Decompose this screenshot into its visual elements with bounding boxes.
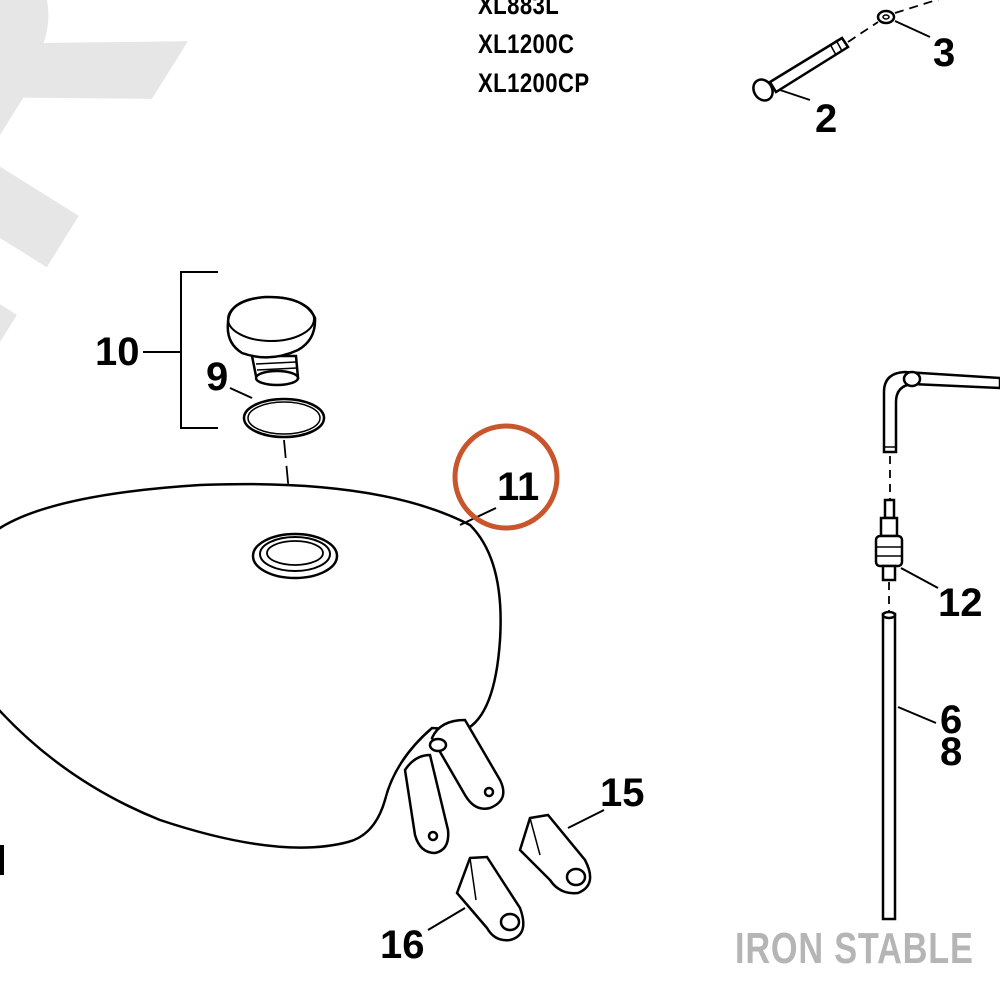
model-name: XL1200CP: [478, 68, 590, 98]
callout-9: 9: [206, 355, 228, 399]
model-name: XL1200C: [478, 29, 575, 59]
callout-12: 12: [938, 581, 983, 625]
bracket-16: [455, 855, 525, 942]
fuel-cap: [226, 295, 317, 387]
brand-logo-text: IRON STABLE: [735, 924, 974, 973]
highlight-circle: [452, 423, 560, 531]
fuel-tube: [881, 610, 897, 921]
callout-3: 3: [933, 31, 955, 75]
bracket-15: [518, 813, 592, 895]
fuel-tank: [0, 482, 502, 849]
callout-15: 15: [600, 771, 645, 815]
petcock-valve: [874, 498, 904, 582]
fuel-line-hose: [882, 370, 1000, 454]
callout-10: 10: [95, 330, 140, 374]
callout-16: 16: [380, 923, 425, 967]
bolt-part: [752, 36, 850, 102]
model-name: XL883L: [478, 0, 560, 20]
o-ring: [242, 397, 326, 439]
callout-2: 2: [815, 97, 837, 141]
washer-part: [876, 9, 896, 25]
callout-6: 6: [940, 698, 962, 742]
callout-8: 8: [940, 730, 962, 774]
callout-11: 11: [497, 465, 539, 509]
edge-mark: [0, 845, 4, 875]
tank-mount-tabs: [403, 718, 505, 855]
model-list: XL883L XL1200C XL1200CP: [478, 0, 590, 103]
